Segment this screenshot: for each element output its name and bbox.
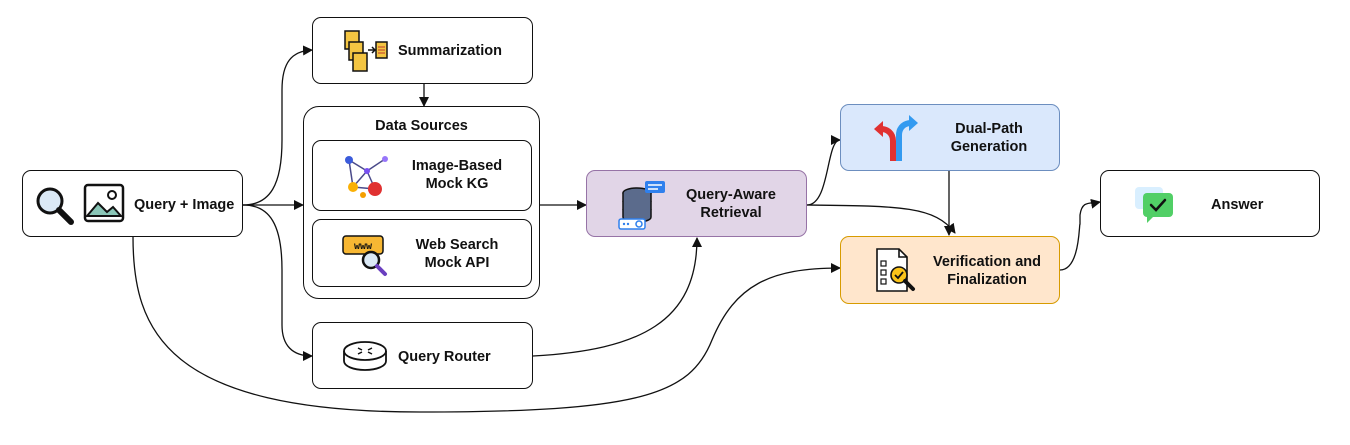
image-kg-node: Image-Based Mock KG <box>312 140 532 211</box>
query-image-label: Query + Image <box>134 197 235 213</box>
retrieval-node: Query-Aware Retrieval <box>586 170 807 237</box>
magnifier-icon <box>36 187 74 225</box>
edge-query-to-verification <box>132 236 841 413</box>
query-router-node: Query Router <box>312 322 533 389</box>
verification-node: Verification and Finalization <box>840 236 1060 304</box>
web-search-icon: www <box>342 235 387 276</box>
web-search-label: Web Search Mock API <box>415 237 499 271</box>
summarization-label: Summarization <box>398 43 502 59</box>
svg-text:www: www <box>354 241 373 252</box>
data-sources-title: Data Sources <box>375 118 468 134</box>
chat-bubble-icon <box>1135 187 1173 223</box>
retrieval-label: Query-Aware Retrieval <box>686 187 776 221</box>
documents-icon <box>344 30 388 72</box>
image-kg-label: Image-Based Mock KG <box>411 158 503 192</box>
summarization-node: Summarization <box>312 17 533 84</box>
answer-label: Answer <box>1211 197 1264 213</box>
edge-query-to-summarization <box>242 45 313 206</box>
answer-node: Answer <box>1100 170 1320 237</box>
edge-retrieval-to-verification <box>806 204 956 234</box>
verification-label: Verification and Finalization <box>933 254 1041 288</box>
query-router-label: Query Router <box>398 349 491 365</box>
edge-query-to-router <box>242 204 313 361</box>
edge-verification-to-answer <box>1059 198 1101 271</box>
knowledge-graph-icon <box>345 156 388 198</box>
query-image-node: Query + Image <box>22 170 243 237</box>
router-icon <box>343 341 387 371</box>
edge-router-to-retrieval <box>532 237 702 357</box>
checklist-icon <box>876 248 915 292</box>
web-search-node: www Web Search Mock API <box>312 219 532 287</box>
image-icon <box>83 183 125 223</box>
edge-retrieval-to-dualpath <box>806 135 841 206</box>
split-arrows-icon <box>874 115 918 161</box>
dual-path-label: Dual-Path Generation <box>950 121 1028 155</box>
database-icon <box>618 181 665 230</box>
dual-path-node: Dual-Path Generation <box>840 104 1060 171</box>
